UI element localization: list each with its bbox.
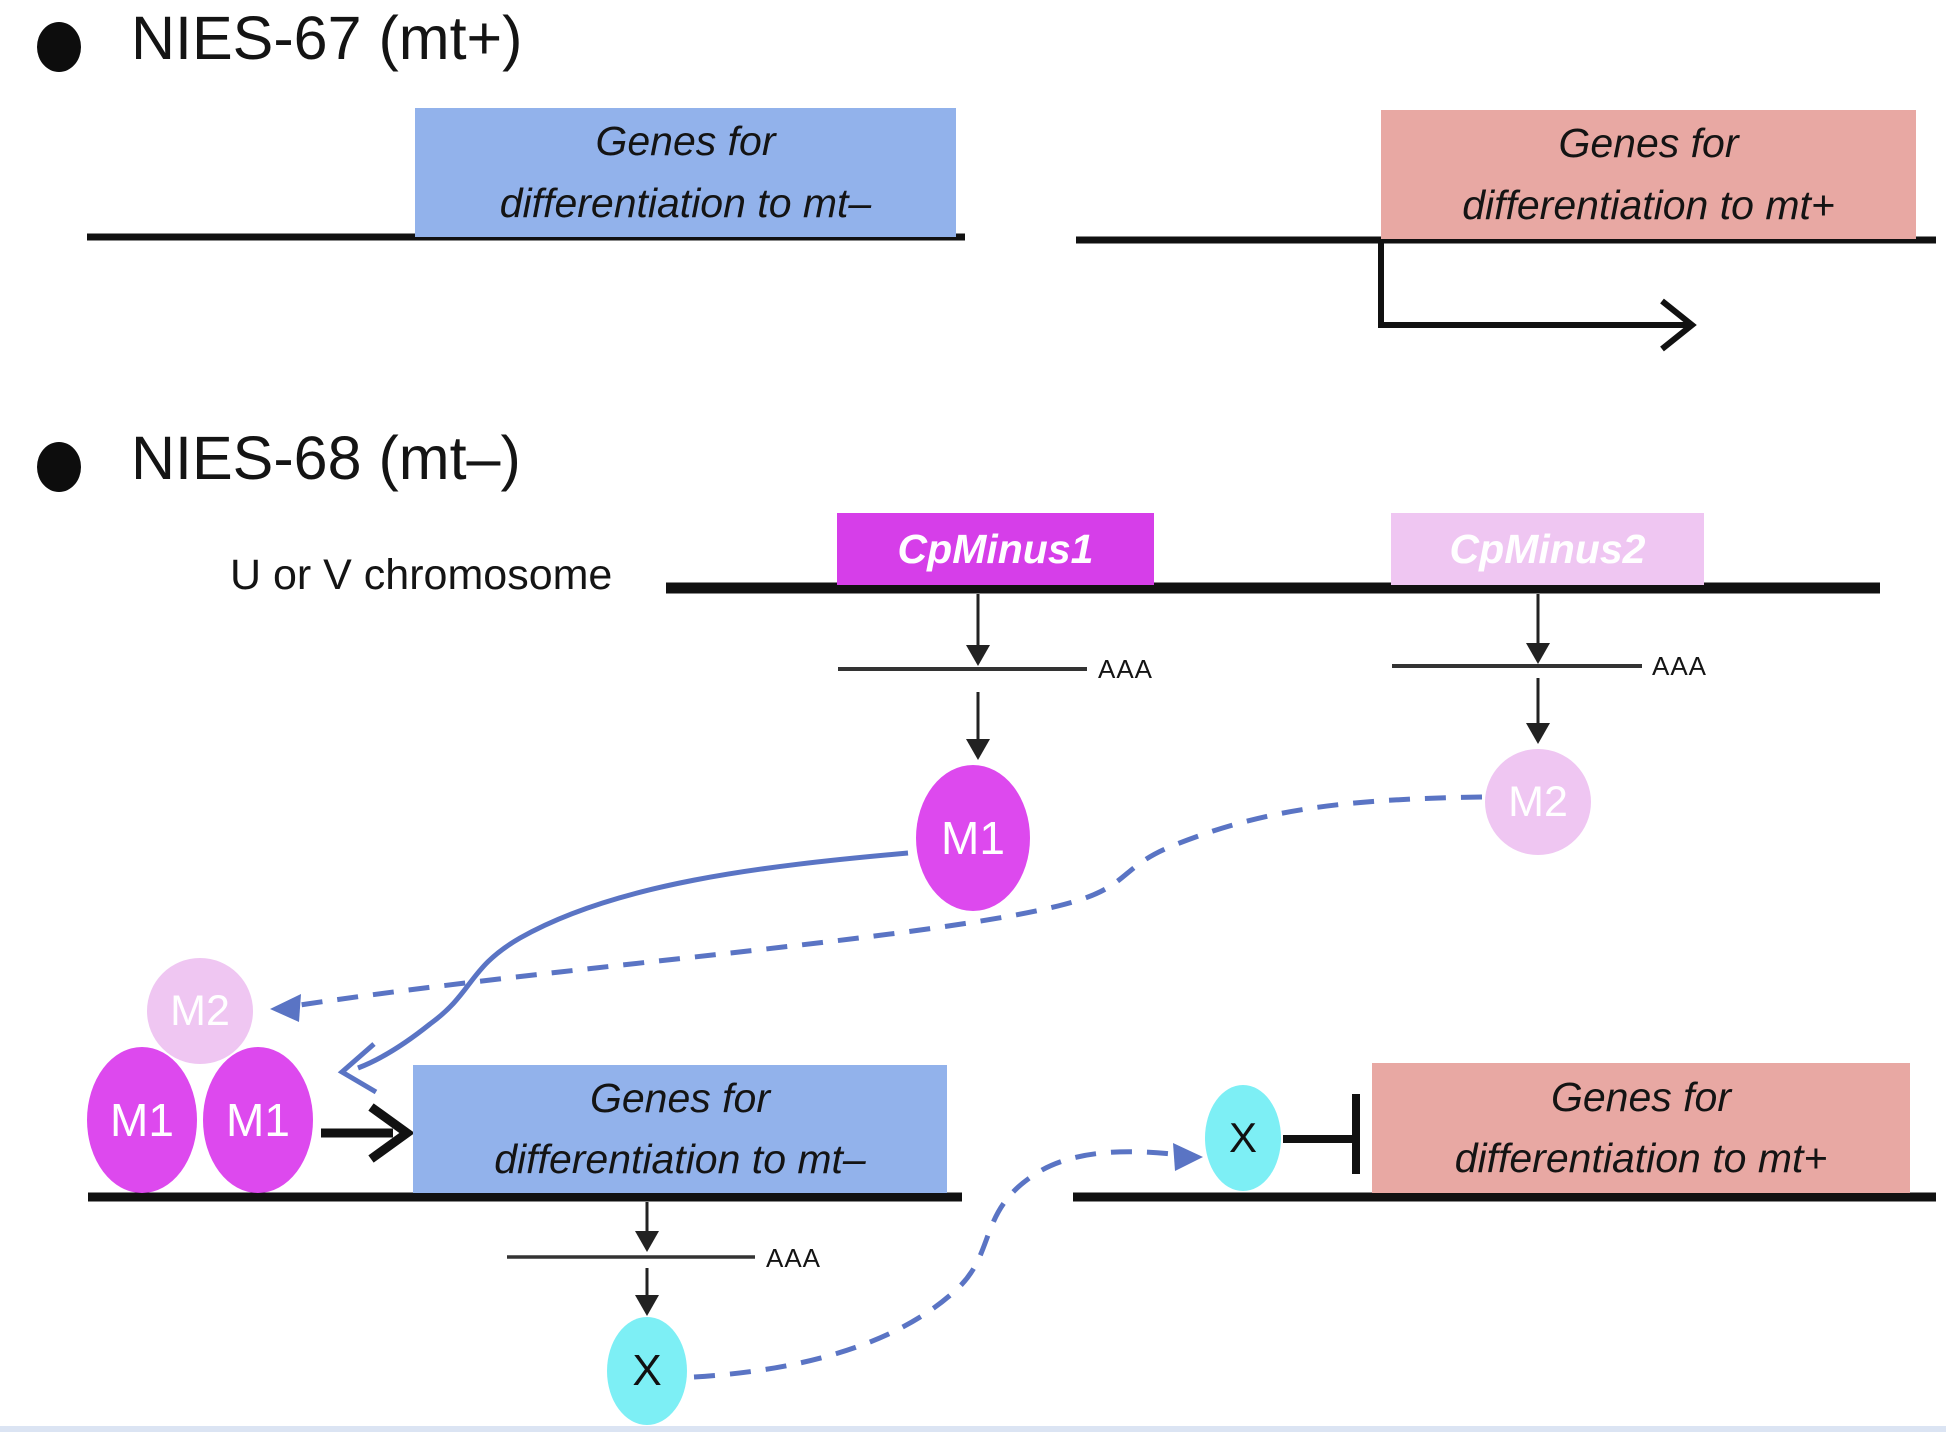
cpminus2-gene-tag: CpMinus2	[1391, 513, 1704, 585]
gene-box-line2: differentiation to mt+	[1462, 181, 1835, 228]
cpminus2-label: CpMinus2	[1449, 525, 1646, 572]
mtminus-transcription-arrowhead-icon	[635, 1231, 659, 1252]
cpminus1-transcription-arrowhead-icon	[966, 645, 990, 666]
nies68-bullet-icon	[37, 442, 81, 492]
cpminus1-label: CpMinus1	[897, 525, 1094, 572]
gene-box-line1: Genes for	[1550, 1073, 1732, 1120]
gene-box-line2: differentiation to mt–	[494, 1136, 866, 1182]
nies67-title: NIES-67 (mt+)	[131, 4, 523, 72]
x-label: X	[632, 1346, 662, 1395]
cpminus2-translation-arrowhead-icon	[1526, 723, 1550, 744]
m1-recruitment-curve	[357, 850, 909, 1071]
cpminus1-mrna-polyA-label: AAA	[1098, 654, 1154, 684]
nies67-bullet-icon	[37, 22, 81, 72]
x-mrna-polyA-label: AAA	[766, 1243, 822, 1273]
cpminus1-translation-arrowhead-icon	[966, 739, 990, 760]
cpminus2-mrna-polyA-label: AAA	[1652, 651, 1708, 681]
x-repressor-blob: X	[1205, 1085, 1281, 1191]
gene-box-line2: differentiation to mt–	[499, 179, 872, 226]
m2-label: M2	[170, 986, 230, 1035]
m2-recruitment-dashed-curve	[299, 794, 1483, 1008]
x-translation-arrowhead-icon	[635, 1295, 659, 1316]
m1-label: M1	[226, 1094, 290, 1146]
m1-label: M1	[110, 1094, 174, 1146]
m2-recruitment-arrowhead-icon	[270, 994, 301, 1022]
nies68-title: NIES-68 (mt–)	[131, 424, 521, 492]
m1-label: M1	[941, 812, 1005, 864]
bottom-edge-strip	[0, 1426, 1946, 1432]
cpminus2-transcription-arrowhead-icon	[1526, 643, 1550, 664]
x-protein-blob: X	[607, 1317, 687, 1425]
transcription-start-arrow	[1378, 242, 1688, 328]
gene-box-line2: differentiation to mt+	[1454, 1135, 1828, 1181]
m1-recruitment-arrowhead-icon	[337, 1042, 378, 1095]
x-label: X	[1228, 1114, 1257, 1161]
nies68-mtplus-gene-box: Genes for differentiation to mt+	[1372, 1063, 1910, 1193]
gene-box-line1: Genes for	[595, 118, 776, 164]
gene-box-line1: Genes for	[1558, 120, 1739, 166]
complex-activation-arrowhead-icon	[368, 1103, 415, 1163]
complex-m1-right-blob: M1	[203, 1047, 313, 1193]
m2-protein-blob: M2	[1485, 749, 1591, 855]
chromosome-label: U or V chromosome	[230, 551, 613, 599]
transcription-start-arrowhead-icon	[1660, 298, 1697, 352]
complex-m1-left-blob: M1	[87, 1047, 197, 1193]
cpminus1-gene-tag: CpMinus1	[837, 513, 1154, 585]
x-translocation-arrowhead-icon	[1173, 1143, 1203, 1171]
nies67-mtplus-gene-box: Genes for differentiation to mt+	[1381, 110, 1916, 239]
nies67-mtminus-gene-box: Genes for differentiation to mt–	[415, 108, 956, 237]
nies68-mtminus-gene-box: Genes for differentiation to mt–	[413, 1065, 947, 1193]
complex-m2-blob: M2	[147, 958, 253, 1064]
gene-box-line1: Genes for	[589, 1074, 771, 1121]
m2-label: M2	[1508, 777, 1568, 826]
m1-protein-blob: M1	[916, 765, 1030, 911]
